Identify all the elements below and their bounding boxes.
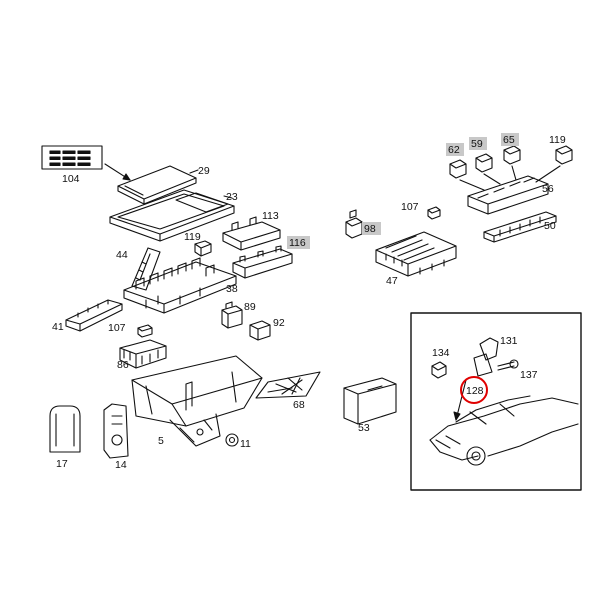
fusebox-upper-housing-part	[109, 189, 235, 242]
label-107-right: 107	[401, 201, 419, 213]
fusebox-cover-part	[117, 165, 197, 205]
arrow-head	[453, 411, 461, 421]
label-47: 47	[386, 275, 398, 287]
label-128: 128	[466, 385, 484, 397]
label-131: 131	[500, 335, 518, 347]
relay-62-part	[449, 159, 467, 179]
label-104: 104	[62, 173, 80, 185]
label-23: 23	[226, 191, 238, 203]
relay-119-part	[555, 145, 573, 165]
leader-line	[189, 169, 199, 174]
label-14: 14	[115, 459, 127, 471]
relay-92-part	[249, 320, 271, 341]
module-part	[222, 216, 281, 251]
relay-98-part	[345, 209, 363, 239]
label-50: 50	[544, 220, 556, 232]
label-86: 86	[117, 359, 129, 371]
fuse-grid-part	[375, 231, 457, 277]
label-38: 38	[226, 283, 238, 295]
fuse-block-part	[119, 339, 167, 369]
highlight-116	[287, 236, 310, 249]
grommet-part	[225, 433, 239, 447]
relay-89-part	[221, 301, 243, 329]
label-134: 134	[432, 347, 450, 359]
label-44: 44	[116, 249, 128, 261]
relay-module-part	[232, 245, 293, 279]
label-98: 98	[364, 223, 376, 235]
label-119-right: 119	[549, 134, 566, 146]
label-53: 53	[358, 422, 370, 434]
label-56: 56	[542, 183, 554, 195]
fuse-carrier-part	[123, 257, 237, 314]
label-29: 29	[198, 165, 210, 177]
connector-bar-part	[483, 211, 557, 243]
label-62: 62	[448, 144, 460, 156]
highlight-circle-128	[460, 376, 488, 404]
label-59: 59	[471, 138, 483, 150]
small-relay-part	[194, 240, 212, 257]
label-137: 137	[520, 369, 538, 381]
label-41: 41	[52, 321, 64, 333]
bolt-137-part	[497, 359, 519, 371]
leader-lines	[459, 165, 561, 191]
location-inset-frame	[410, 312, 582, 491]
label-sticker-part	[41, 145, 103, 170]
highlight-59	[469, 137, 487, 150]
small-fuse-part	[137, 324, 153, 338]
label-92: 92	[273, 317, 285, 329]
car-outline-part	[429, 395, 579, 466]
wiring-harness-part	[255, 371, 321, 399]
label-113: 113	[262, 210, 279, 222]
label-68: 68	[293, 399, 305, 411]
panel-cover-part	[343, 377, 397, 425]
relay-59-part	[475, 153, 493, 173]
label-119-left: 119	[184, 231, 201, 243]
highlight-98	[362, 222, 381, 235]
boot-part	[49, 405, 81, 453]
lower-tray-part	[131, 355, 263, 447]
label-116: 116	[289, 237, 306, 249]
relay-carrier-part	[467, 175, 549, 215]
highlight-62	[446, 143, 464, 156]
bracket-131-part	[473, 337, 499, 377]
label-107-left: 107	[108, 322, 126, 334]
label-5: 5	[158, 435, 164, 447]
small-fuse-right-part	[427, 206, 441, 220]
label-65: 65	[503, 134, 515, 146]
clip-134-part	[431, 361, 447, 379]
label-89: 89	[244, 301, 256, 313]
highlight-65	[501, 133, 519, 146]
relay-65-part	[503, 145, 521, 165]
leader-line	[223, 195, 233, 199]
fuse-strip-part	[65, 299, 123, 332]
arrow-head	[122, 173, 131, 181]
label-11: 11	[240, 438, 251, 450]
label-17: 17	[56, 458, 68, 470]
holder-part	[103, 403, 129, 459]
